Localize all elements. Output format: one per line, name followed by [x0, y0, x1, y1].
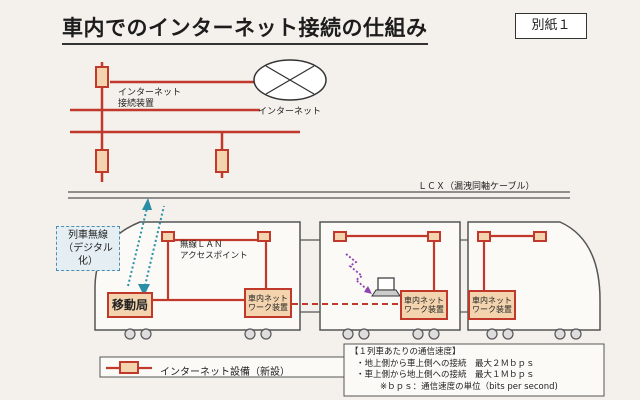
- network-device-car3: 車内ネット ワーク装置: [468, 290, 516, 320]
- lcx-cable: [68, 191, 570, 199]
- network-device-car1-line2: ワーク装置: [248, 303, 288, 312]
- internet-device-label-1: インターネット: [118, 87, 181, 98]
- legend: [99, 356, 349, 378]
- speed-line-uplink: ・車上側から地上側への接続 最大１Ｍｂｐｓ: [356, 370, 535, 380]
- mobile-station: 移動局: [107, 292, 153, 318]
- network-device-car1: 車内ネット ワーク装置: [244, 288, 292, 318]
- laptop-icon: [371, 277, 401, 297]
- radio-arrow-down-icon: [138, 284, 150, 296]
- car-network-lines: [153, 234, 540, 302]
- network-device-car2: 車内ネット ワーク装置: [400, 290, 448, 320]
- train-radio-arrows: [127, 203, 165, 291]
- wireless-lan-label: 無線ＬＡＮ アクセスポイント: [180, 240, 248, 262]
- wheels: [124, 328, 582, 340]
- network-device-car2-line1: 車内ネット: [404, 296, 444, 305]
- speed-heading: 【１列車あたりの通信速度】: [350, 347, 461, 357]
- attachment-badge: 別紙１: [515, 13, 587, 39]
- internet-icon: [253, 59, 327, 101]
- lcx-label: ＬＣＸ（漏洩同軸ケーブル）: [418, 180, 534, 192]
- legend-label: インターネット設備（新設）: [160, 367, 290, 378]
- page-title: 車内でのインターネット接続の仕組み: [62, 12, 428, 45]
- internet-label: インターネット: [258, 106, 321, 117]
- internet-device-label-2: 接続装置: [118, 97, 154, 109]
- network-device-car3-line2: ワーク装置: [472, 305, 512, 314]
- speed-info-box: [343, 343, 605, 397]
- speed-line-downlink: ・地上側から車上側への接続 最大２Ｍｂｐｓ: [356, 358, 535, 369]
- speed-info: 【１列車あたりの通信速度】 ・地上側から車上側への接続 最大２Ｍｂｐｓ ・車上側…: [350, 347, 600, 393]
- wireless-lan-label-line2: アクセスポイント: [180, 251, 248, 261]
- train-radio-label-line2: （デジタル化）: [63, 243, 113, 267]
- wireless-lan-label-line1: 無線ＬＡＮ: [180, 240, 223, 250]
- train-radio-label: 列車無線 （デジタル化）: [56, 226, 120, 271]
- network-device-car2-line2: ワーク装置: [404, 305, 444, 314]
- ground-device-2: [215, 149, 229, 173]
- access-points: [161, 231, 547, 242]
- ground-device-1: [95, 149, 109, 173]
- internet-connection-device: [95, 66, 109, 88]
- network-device-car1-line1: 車内ネット: [248, 294, 288, 303]
- wifi-arrow-icon: [364, 286, 372, 294]
- speed-line-note: ※ｂｐｓ：通信速度の単位（bits per second): [380, 381, 558, 392]
- wifi-signal-arrow: [345, 253, 371, 293]
- train-radio-label-line1: 列車無線: [68, 230, 108, 241]
- network-device-car3-line1: 車内ネット: [472, 296, 512, 305]
- radio-arrow-up-icon: [142, 198, 152, 210]
- car-couplers: [300, 239, 468, 313]
